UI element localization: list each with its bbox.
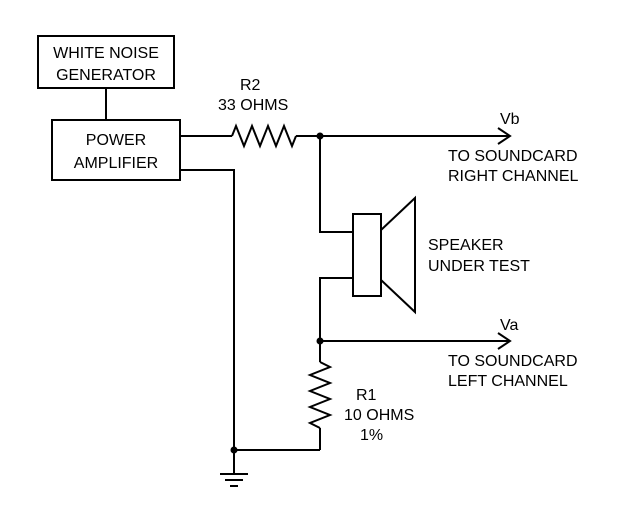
generator-label-line1: WHITE NOISE <box>53 45 159 62</box>
vb-destination-line2: RIGHT CHANNEL <box>448 168 578 185</box>
va-destination-line1: TO SOUNDCARD <box>448 353 578 370</box>
va-label: Va <box>500 317 518 334</box>
r1-tolerance-label: 1% <box>360 427 383 444</box>
va-arrow-icon <box>497 332 512 350</box>
wire-speaker-to-va <box>319 277 353 341</box>
r1-resistor-symbol <box>307 361 333 429</box>
wire-amp-ground-return <box>180 169 235 450</box>
ground-icon <box>220 450 248 487</box>
speaker-icon <box>352 195 416 315</box>
generator-label-line2: GENERATOR <box>56 67 156 84</box>
vb-label: Vb <box>500 111 520 128</box>
wire-vb-to-speaker <box>319 136 353 233</box>
r1-value-label: 10 OHMS <box>344 407 414 424</box>
speaker-label-line2: UNDER TEST <box>428 258 530 275</box>
r1-name-label: R1 <box>356 387 377 404</box>
white-noise-generator-block: WHITE NOISE GENERATOR <box>37 35 175 89</box>
r2-name-label: R2 <box>240 77 261 94</box>
va-destination-line2: LEFT CHANNEL <box>448 373 568 390</box>
power-amplifier-block: POWER AMPLIFIER <box>51 119 181 181</box>
vb-destination-line1: TO SOUNDCARD <box>448 148 578 165</box>
speaker-label-line1: SPEAKER <box>428 237 504 254</box>
vb-arrow-icon <box>497 127 512 145</box>
r2-value-label: 33 OHMS <box>218 97 288 114</box>
r2-resistor-symbol <box>231 123 297 149</box>
amplifier-label-line1: POWER <box>86 132 146 149</box>
amplifier-label-line2: AMPLIFIER <box>74 155 158 172</box>
